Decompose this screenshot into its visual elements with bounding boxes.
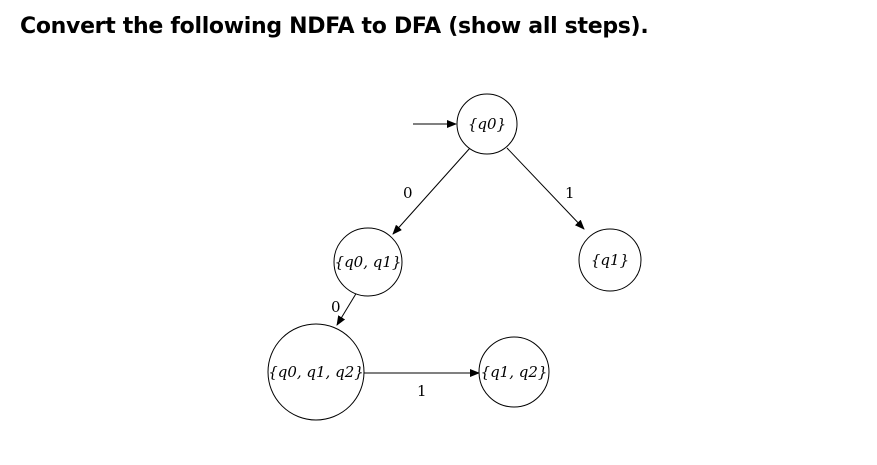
state-q0: {q0}: [456, 93, 518, 155]
state-label-q0: {q0}: [468, 115, 506, 133]
transition-label-q0q1-q0q1q2: 0: [331, 298, 341, 316]
state-label-q1: {q1}: [591, 251, 629, 269]
transition-q0-to-q0q1: [392, 147, 471, 235]
state-label-q0q1q2: {q0, q1, q2}: [268, 363, 364, 381]
transition-label-q0-q0q1: 0: [403, 184, 413, 202]
transition-label-q0-q1: 1: [565, 184, 575, 202]
state-q1q2: {q1, q2}: [478, 336, 550, 408]
state-q1: {q1}: [578, 228, 642, 292]
transition-q0-to-q1: [506, 147, 585, 230]
state-label-q0q1: {q0, q1}: [335, 253, 402, 271]
transition-label-q0q1q2-q1q2: 1: [417, 382, 427, 400]
state-label-q1q2: {q1, q2}: [481, 363, 548, 381]
state-q0q1q2: {q0, q1, q2}: [267, 323, 365, 421]
transition-q0q1-to-q0q1q2: [336, 291, 358, 326]
question-text: Convert the following NDFA to DFA (show …: [20, 14, 649, 39]
state-q0q1: {q0, q1}: [333, 227, 403, 297]
